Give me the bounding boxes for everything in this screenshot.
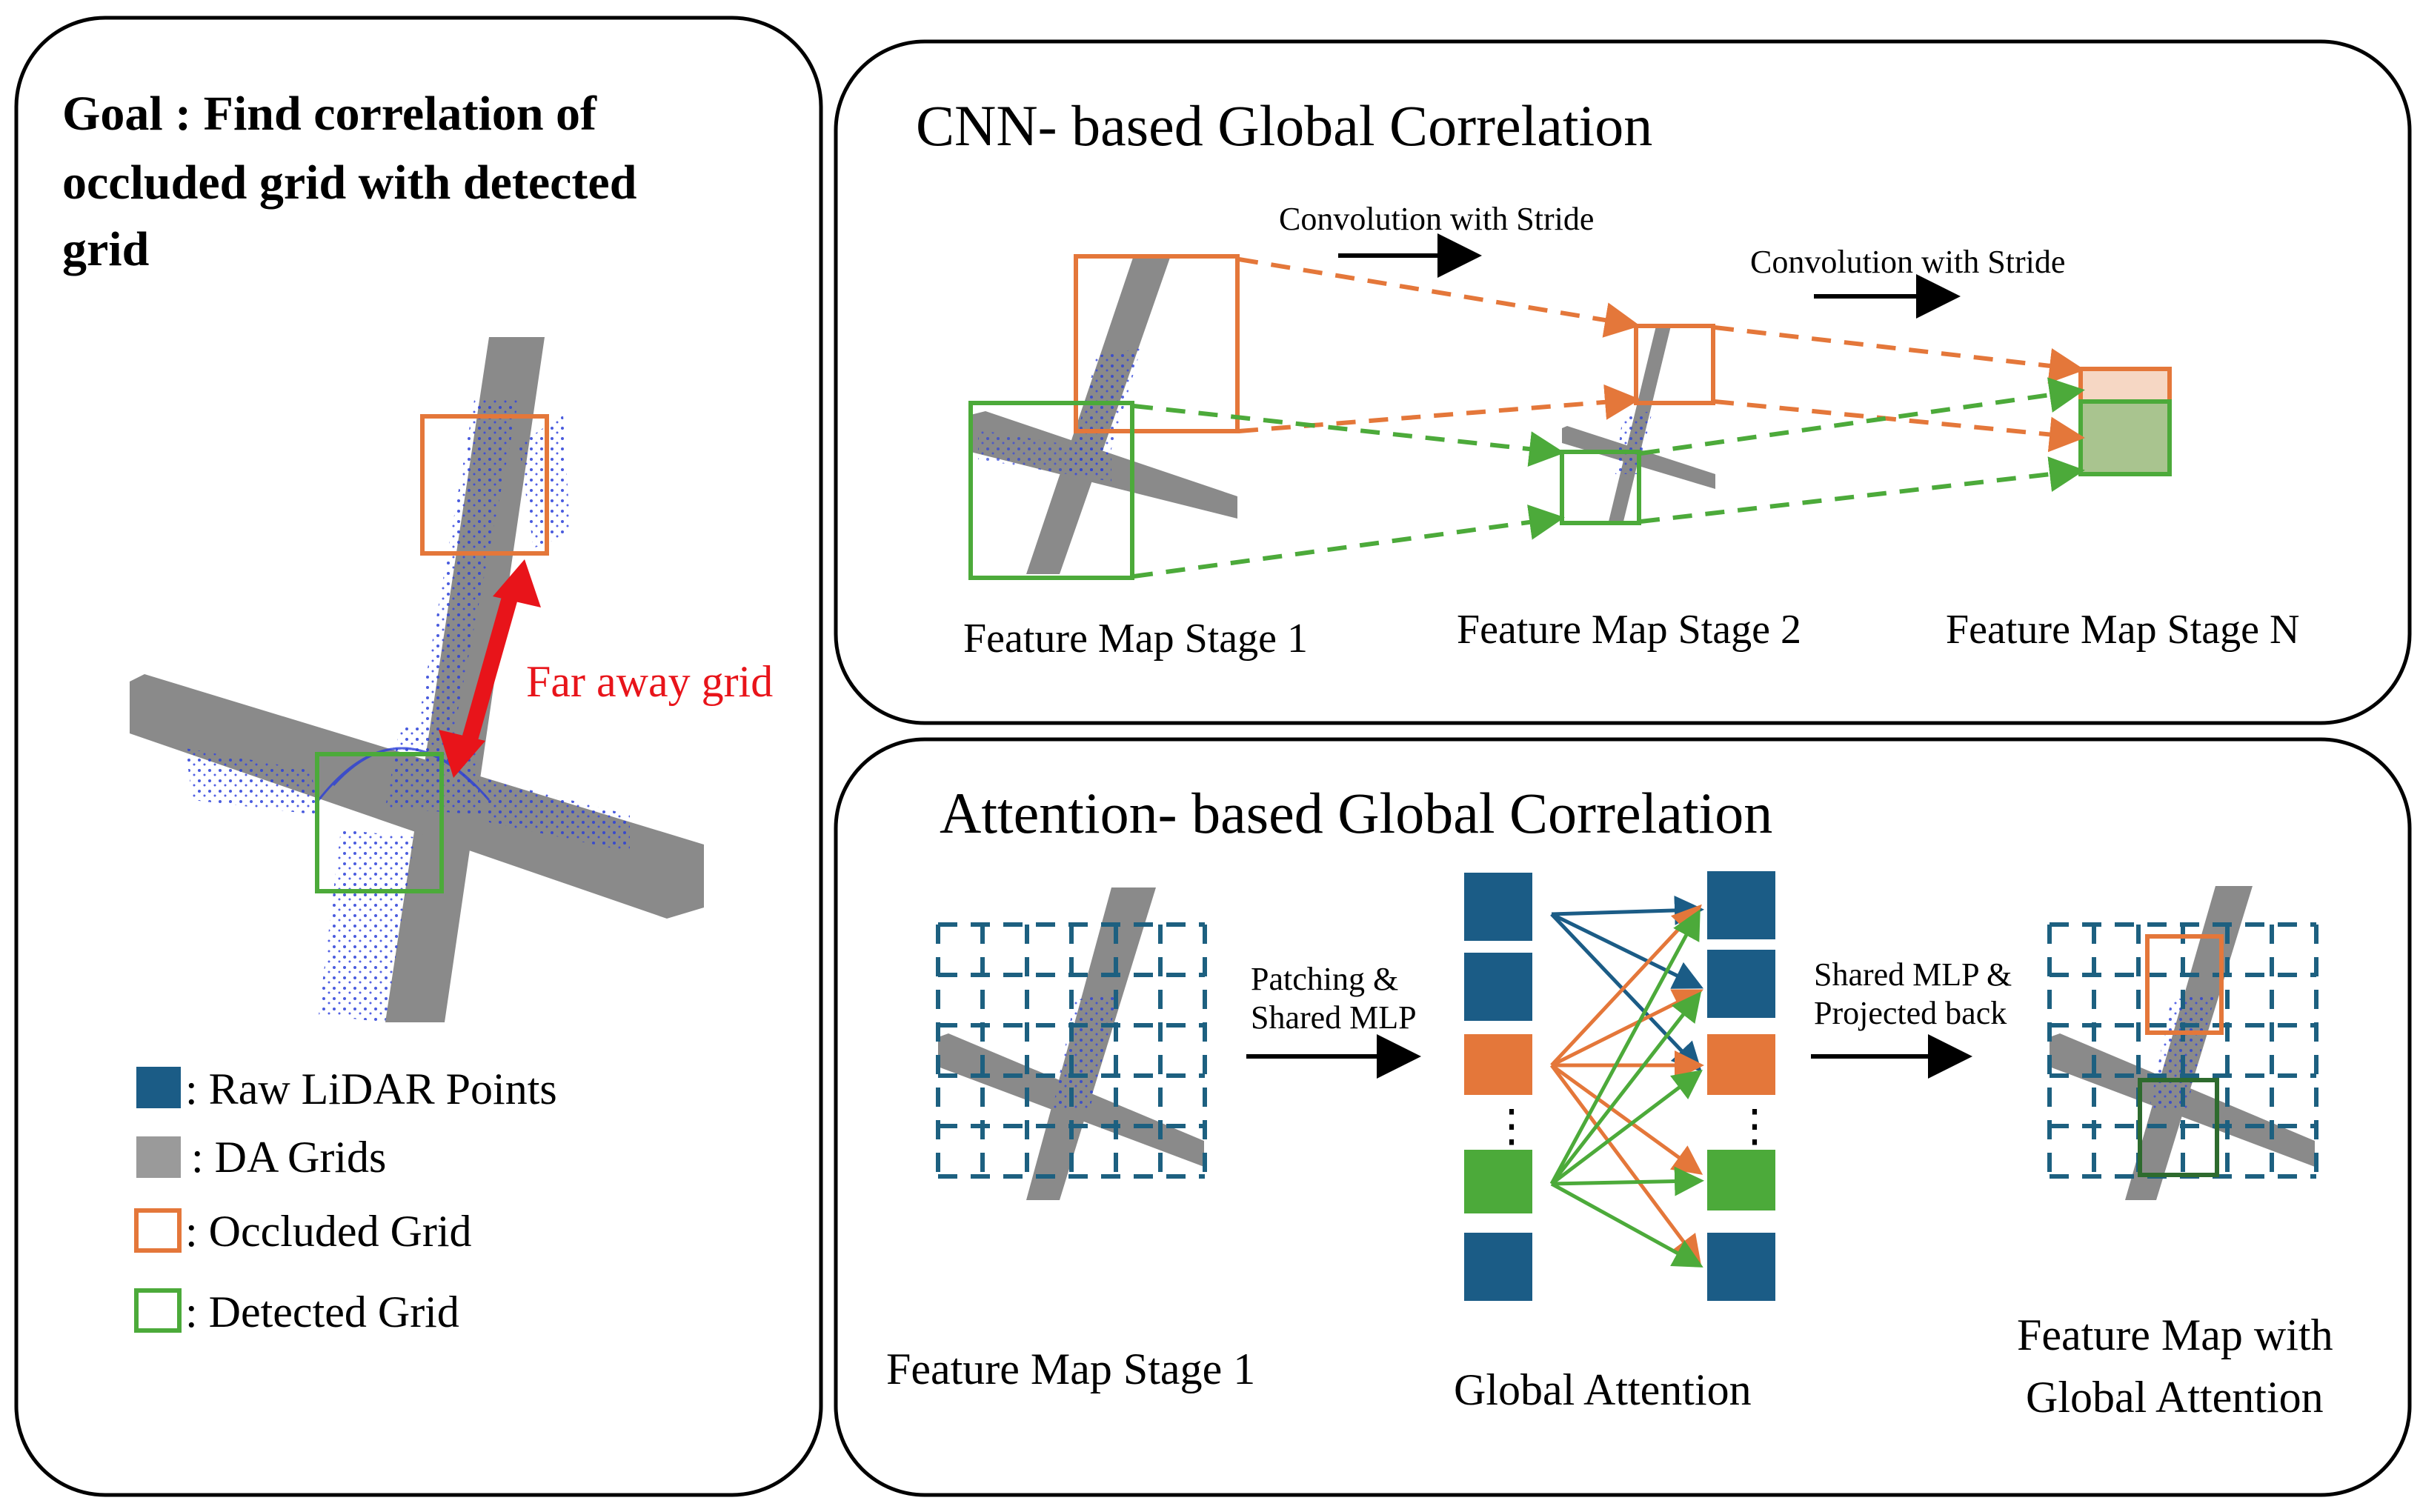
token-column-input: ⋮ — [1464, 873, 1534, 1301]
cnn-stage2-occluded-box — [1634, 324, 1715, 405]
token-output-detected — [1707, 1150, 1775, 1210]
goal-title-line-3: grid — [62, 222, 149, 276]
legend-label-occluded: : Occluded Grid — [185, 1207, 472, 1256]
cnn-stage2-detected-box — [1560, 450, 1641, 525]
global-attention-label: Global Attention — [1454, 1365, 1752, 1414]
attention-result-detected-box — [2138, 1078, 2219, 1177]
patching-label-line-1: Patching & — [1251, 961, 1398, 997]
token-output-occluded — [1707, 1034, 1775, 1095]
projected-label-line-2: Projected back — [1814, 995, 2007, 1031]
cnn-stage1-detected-box — [968, 401, 1134, 580]
token-column-output: ⋮ — [1707, 871, 1777, 1301]
cnn-stage2-to-stageN-connectors — [1640, 325, 2085, 524]
legend-swatch-occluded — [134, 1208, 182, 1253]
attention-panel-title: Attention- based Global Correlation — [940, 781, 1772, 845]
token-input-occluded — [1464, 1034, 1532, 1095]
goal-panel-frame — [14, 16, 823, 1497]
cnn-stageN-occluded-fill — [2078, 367, 2172, 404]
legend-swatch-da-grids — [136, 1136, 181, 1178]
detected-grid-box — [315, 752, 444, 893]
cnn-stage2-label: Feature Map Stage 2 — [1457, 607, 1801, 653]
cnn-stageN-detected-fill — [2078, 399, 2172, 476]
far-away-double-arrow — [439, 559, 541, 778]
goal-title-line-2: occluded grid with detected — [62, 156, 636, 210]
legend-label-da-grids: : DA Grids — [191, 1133, 386, 1182]
token-input-ellipsis: ⋮ — [1489, 1102, 1534, 1150]
occluded-grid-box — [420, 414, 549, 556]
far-away-label: Far away grid — [526, 657, 773, 706]
cnn-stage1-to-stage2-connectors — [1133, 257, 1641, 579]
attention-result-occluded-box — [2145, 934, 2224, 1035]
token-output-5 — [1707, 1233, 1775, 1301]
cnn-panel-title: CNN- based Global Correlation — [916, 93, 1652, 158]
projected-label-line-1: Shared MLP & — [1814, 956, 2012, 993]
goal-title-line-1: Goal : Find correlation of — [62, 87, 597, 141]
cnn-stage1-map — [971, 256, 1237, 574]
attention-panel-frame — [834, 737, 2412, 1497]
cnn-stageN-label: Feature Map Stage N — [1946, 607, 2299, 653]
token-input-2 — [1464, 953, 1532, 1021]
cnn-panel-frame — [834, 39, 2412, 725]
cnn-stage1-label: Feature Map Stage 1 — [963, 616, 1308, 662]
token-input-1 — [1464, 873, 1532, 941]
legend-label-detected: : Detected Grid — [185, 1288, 459, 1336]
token-input-detected — [1464, 1150, 1532, 1213]
result-label-line-2: Global Attention — [2026, 1373, 2324, 1422]
attention-result-dashed-grid — [2047, 922, 2318, 1179]
result-label-line-1: Feature Map with — [2017, 1310, 2333, 1359]
legend-label-raw-lidar: : Raw LiDAR Points — [185, 1065, 557, 1113]
token-input-5 — [1464, 1233, 1532, 1301]
conv-label-2: Convolution with Stride — [1750, 244, 2065, 280]
attention-stage1-label: Feature Map Stage 1 — [886, 1345, 1255, 1393]
cnn-stage1-occluded-box — [1074, 254, 1240, 433]
conv-label-1: Convolution with Stride — [1279, 201, 1594, 237]
token-output-1 — [1707, 871, 1775, 939]
legend-swatch-raw-lidar — [136, 1067, 181, 1108]
legend: : Raw LiDAR Points : DA Grids : Occluded… — [134, 1065, 557, 1336]
attention-stage1-dashed-grid — [936, 922, 1207, 1179]
token-output-ellipsis: ⋮ — [1732, 1102, 1777, 1150]
token-output-2 — [1707, 950, 1775, 1018]
attention-arrows — [1549, 895, 1704, 1268]
patching-label-line-2: Shared MLP — [1251, 999, 1417, 1036]
legend-swatch-detected — [134, 1288, 182, 1333]
